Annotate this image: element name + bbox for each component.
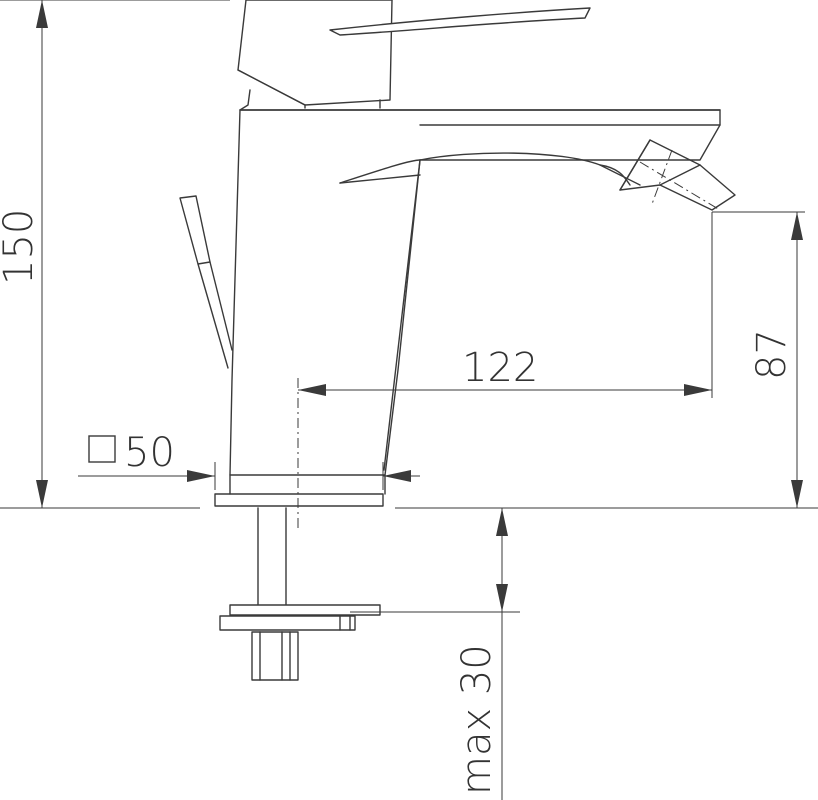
drain-rod — [179, 195, 233, 369]
total-height-label: 150 — [0, 209, 42, 285]
spout-reach-label: 122 — [462, 345, 538, 391]
swivel-nozzle — [599, 139, 736, 211]
square-symbol-icon — [88, 435, 116, 463]
spout-curve — [419, 152, 641, 186]
dimension-spout-height: 87 — [712, 211, 805, 508]
spout-height-label: 87 — [749, 329, 795, 380]
mount-thickness-label: max 30 — [454, 644, 500, 795]
base-plate — [214, 474, 386, 507]
dimension-base-size: 50 — [78, 430, 420, 490]
body-outline — [229, 109, 721, 476]
faucet-body — [229, 109, 721, 476]
lever-handle — [237, 0, 591, 111]
dimension-mount-thickness: max 30 — [350, 508, 520, 800]
mounting-hardware — [219, 507, 381, 681]
base-size-label: 50 — [124, 430, 175, 476]
dimension-spout-reach: 122 — [298, 212, 713, 398]
dimension-total-height: 150 — [0, 0, 230, 508]
